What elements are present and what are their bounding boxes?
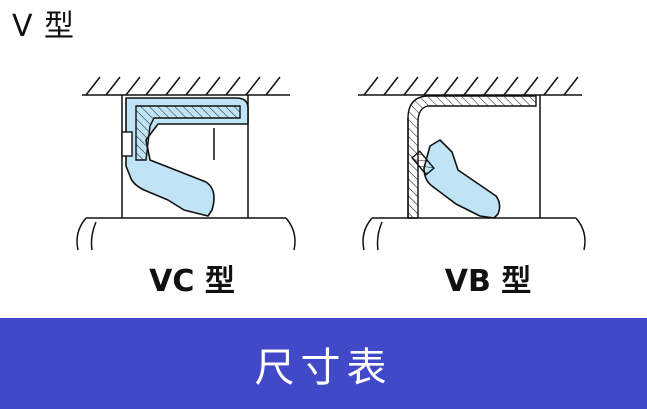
page-title: V 型 [12, 9, 76, 44]
size-table-label: 尺寸表 [254, 344, 393, 391]
vb-type-label: VB 型 [444, 264, 532, 299]
vc-seal-rubber [125, 97, 249, 217]
vc-type-label: VC 型 [149, 264, 235, 299]
vc-housing [82, 76, 290, 218]
size-table-button[interactable]: 尺寸表 [0, 318, 647, 409]
vb-shaft [362, 217, 586, 251]
vc-metal-insert [135, 105, 241, 161]
vc-spring-icon [121, 131, 133, 157]
vc-shaft [76, 217, 296, 251]
vb-metal-case [407, 95, 537, 219]
vb-spring-icon [411, 150, 435, 176]
vc-seal-diagram [76, 76, 296, 251]
vb-seal-rubber [423, 139, 501, 219]
vb-seal-diagram [358, 76, 586, 251]
